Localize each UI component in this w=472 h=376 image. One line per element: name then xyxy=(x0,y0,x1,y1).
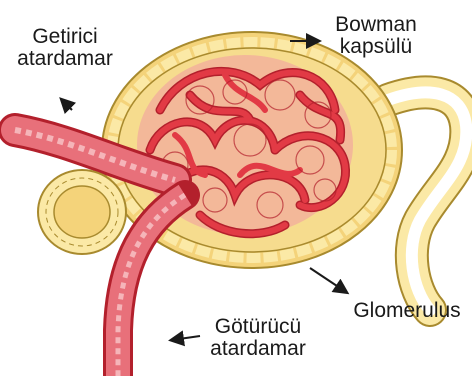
label-bowman-line-1: Bowman xyxy=(326,14,426,36)
label-afferent-line-2: atardamar xyxy=(8,48,122,70)
label-afferent-arteriole: Getirici atardamar xyxy=(8,26,122,70)
label-glomerulus-line-1: Glomerulus xyxy=(344,300,470,322)
label-bowman-capsule: Bowman kapsülü xyxy=(326,14,426,58)
label-efferent-line-2: atardamar xyxy=(196,338,320,360)
label-glomerulus: Glomerulus xyxy=(344,300,470,322)
label-efferent-line-1: Götürücü xyxy=(196,316,320,338)
arrow-afferent xyxy=(62,100,72,110)
label-afferent-line-1: Getirici xyxy=(8,26,122,48)
label-efferent-arteriole: Götürücü atardamar xyxy=(196,316,320,360)
arrow-glomerulus xyxy=(310,268,346,292)
label-bowman-line-2: kapsülü xyxy=(326,36,426,58)
